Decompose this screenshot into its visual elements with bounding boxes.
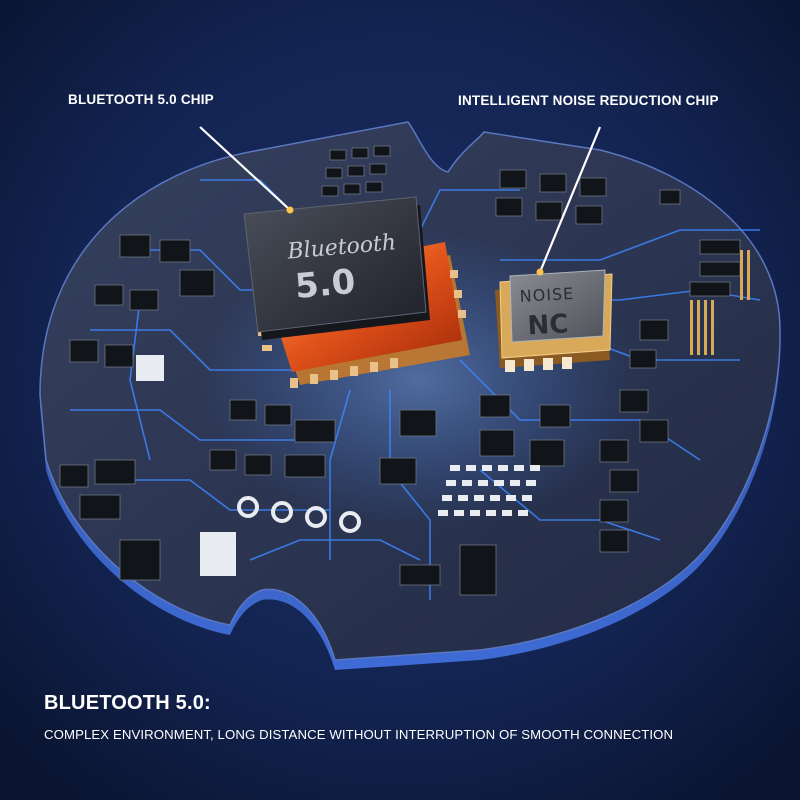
noise-chip-callout: INTELLIGENT NOISE REDUCTION CHIP — [458, 93, 719, 108]
noise-reduction-chip: NOISE NC — [495, 269, 613, 372]
circuit-traces — [70, 179, 761, 600]
chip-text-version: 5.0 — [293, 262, 356, 307]
chip-text-noise: NOISE — [519, 284, 574, 306]
callout-lines — [199, 126, 602, 276]
chip-text-nc: NC — [527, 309, 569, 341]
feature-caption: COMPLEX ENVIRONMENT, LONG DISTANCE WITHO… — [44, 727, 674, 742]
bluetooth-chip-callout: BLUETOOTH 5.0 CHIP — [68, 92, 214, 107]
smd-components — [59, 145, 750, 596]
feature-headline: BLUETOOTH 5.0: — [44, 692, 211, 714]
bluetooth-chip: Bluetooth 5.0 — [243, 196, 470, 388]
